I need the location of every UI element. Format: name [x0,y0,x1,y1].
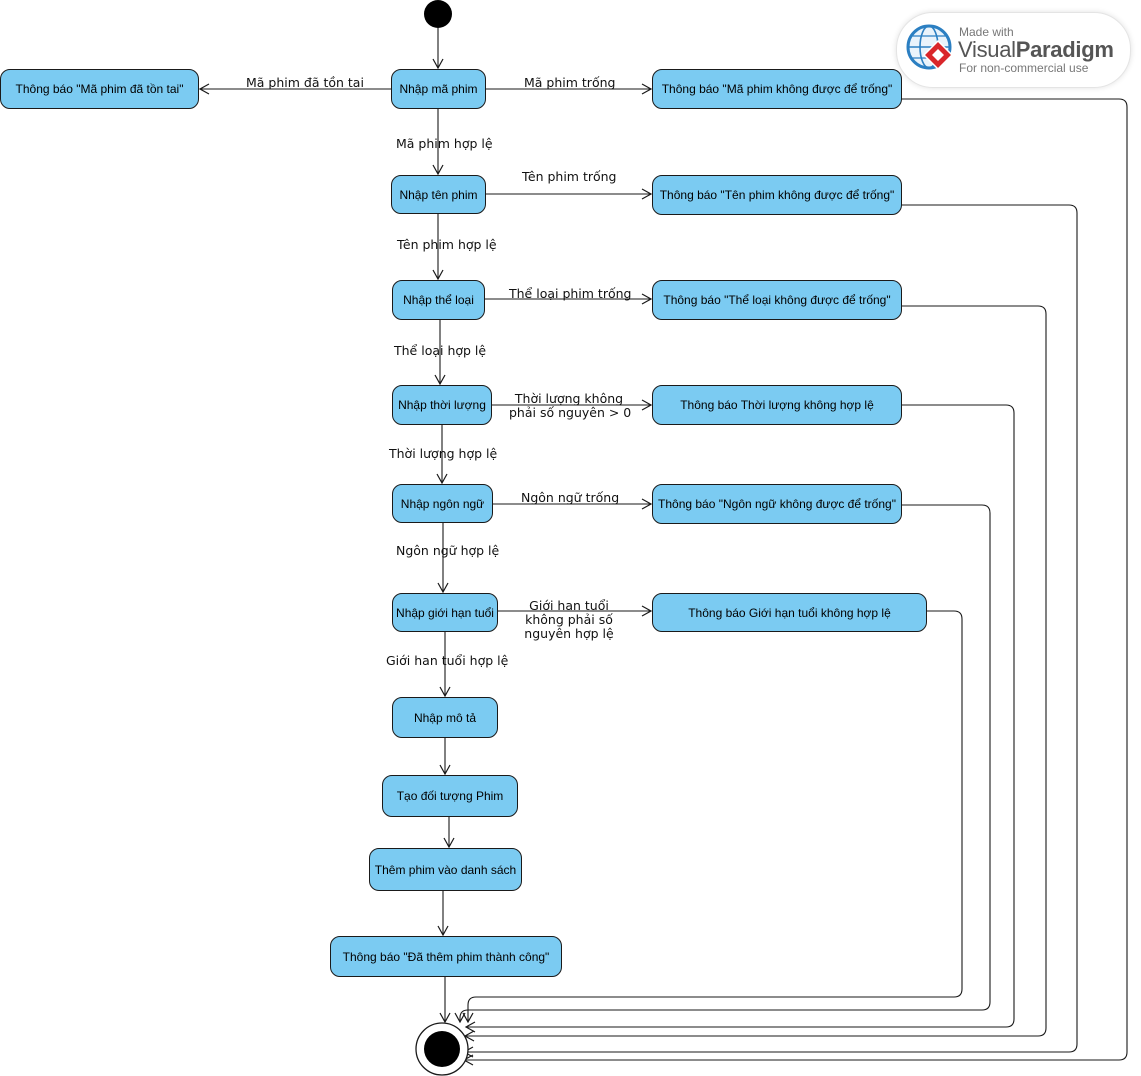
watermark-subtitle: For non-commercial use [959,61,1089,75]
guard-duration-valid: Thời lượng hợp lệ [389,446,498,461]
guard-id-empty: Mã phim trống [524,75,616,90]
guard-genre-empty: Thể loại phim trống [509,286,632,301]
guard-id-exists: Mã phim đã tồn tai [246,75,364,90]
watermark-made-with: Made with [959,25,1014,39]
action-enter-description[interactable]: Nhập mô tả [392,697,498,738]
guard-age-invalid-line2: không phải số [525,612,613,627]
action-enter-language[interactable]: Nhập ngôn ngữ [392,484,493,523]
edge-id-empty-to-end [462,98,1128,1066]
action-enter-duration[interactable]: Nhập thời lượng [392,385,492,425]
action-notify-duration-invalid[interactable]: Thông báo Thời lượng không hợp lệ [652,385,902,425]
guard-name-valid: Tên phim hợp lệ [397,237,497,252]
guard-duration-invalid-line1: Thời lượng không [514,391,624,406]
edge-language-empty-to-end [454,504,991,1024]
action-notify-name-empty[interactable]: Thông báo "Tên phim không được để trống" [652,175,902,215]
action-notify-id-empty[interactable]: Thông báo "Mã phim không được để trống" [652,69,902,109]
action-notify-language-empty[interactable]: Thông báo "Ngôn ngữ không được để trống" [652,484,902,524]
action-create-object[interactable]: Tạo đối tượng Phim [382,775,518,817]
action-enter-name[interactable]: Nhập tên phim [391,175,486,214]
edge-age-invalid-to-end [462,610,963,1024]
guard-id-valid: Mã phim hợp lệ [396,136,493,151]
guard-duration-invalid: Thời lượng không phải số nguyên > 0 [509,391,632,420]
action-enter-id[interactable]: Nhập mã phim [391,69,486,109]
guard-language-empty: Ngôn ngữ trống [521,490,620,505]
guard-duration-invalid-line2: phải số nguyên > 0 [509,405,632,420]
final-node [424,1031,460,1067]
action-enter-genre[interactable]: Nhập thể loại [392,280,485,320]
action-notify-age-invalid[interactable]: Thông báo Giới hạn tuổi không hợp lệ [652,593,927,632]
action-add-to-list[interactable]: Thêm phim vào danh sách [369,848,522,891]
action-notify-genre-empty[interactable]: Thông báo "Thể loại không được để trống" [652,280,902,320]
watermark-brand-part1: Visual [958,37,1016,62]
action-notify-success[interactable]: Thông báo "Đã thêm phim thành công" [330,936,562,977]
edge-duration-invalid-to-end [464,404,1015,1033]
action-notify-id-exists[interactable]: Thông báo "Mã phim đã tồn tai" [0,69,199,109]
edge-name-empty-to-end [462,204,1078,1058]
guard-name-empty: Tên phim trống [522,169,617,184]
guard-genre-valid: Thể loại hợp lệ [394,343,487,358]
edge-genre-empty-to-end [463,305,1047,1042]
guard-age-valid: Giới han tuổi hợp lệ [386,653,509,668]
guard-age-invalid-line1: Giới han tuổi [529,598,609,613]
visual-paradigm-watermark: Made with VisualParadigm For non-commerc… [896,12,1131,88]
watermark-brand: VisualParadigm [958,37,1114,63]
guard-age-invalid: Giới han tuổi không phải số nguyên hợp l… [515,599,623,641]
initial-node [424,0,452,28]
action-enter-age-limit[interactable]: Nhập giới hạn tuổi [392,593,498,632]
guard-language-valid: Ngôn ngữ hợp lệ [396,543,500,558]
watermark-brand-part2: Paradigm [1015,37,1114,62]
visual-paradigm-logo-icon [906,24,954,71]
guard-age-invalid-line3: nguyên hợp lệ [524,626,614,641]
